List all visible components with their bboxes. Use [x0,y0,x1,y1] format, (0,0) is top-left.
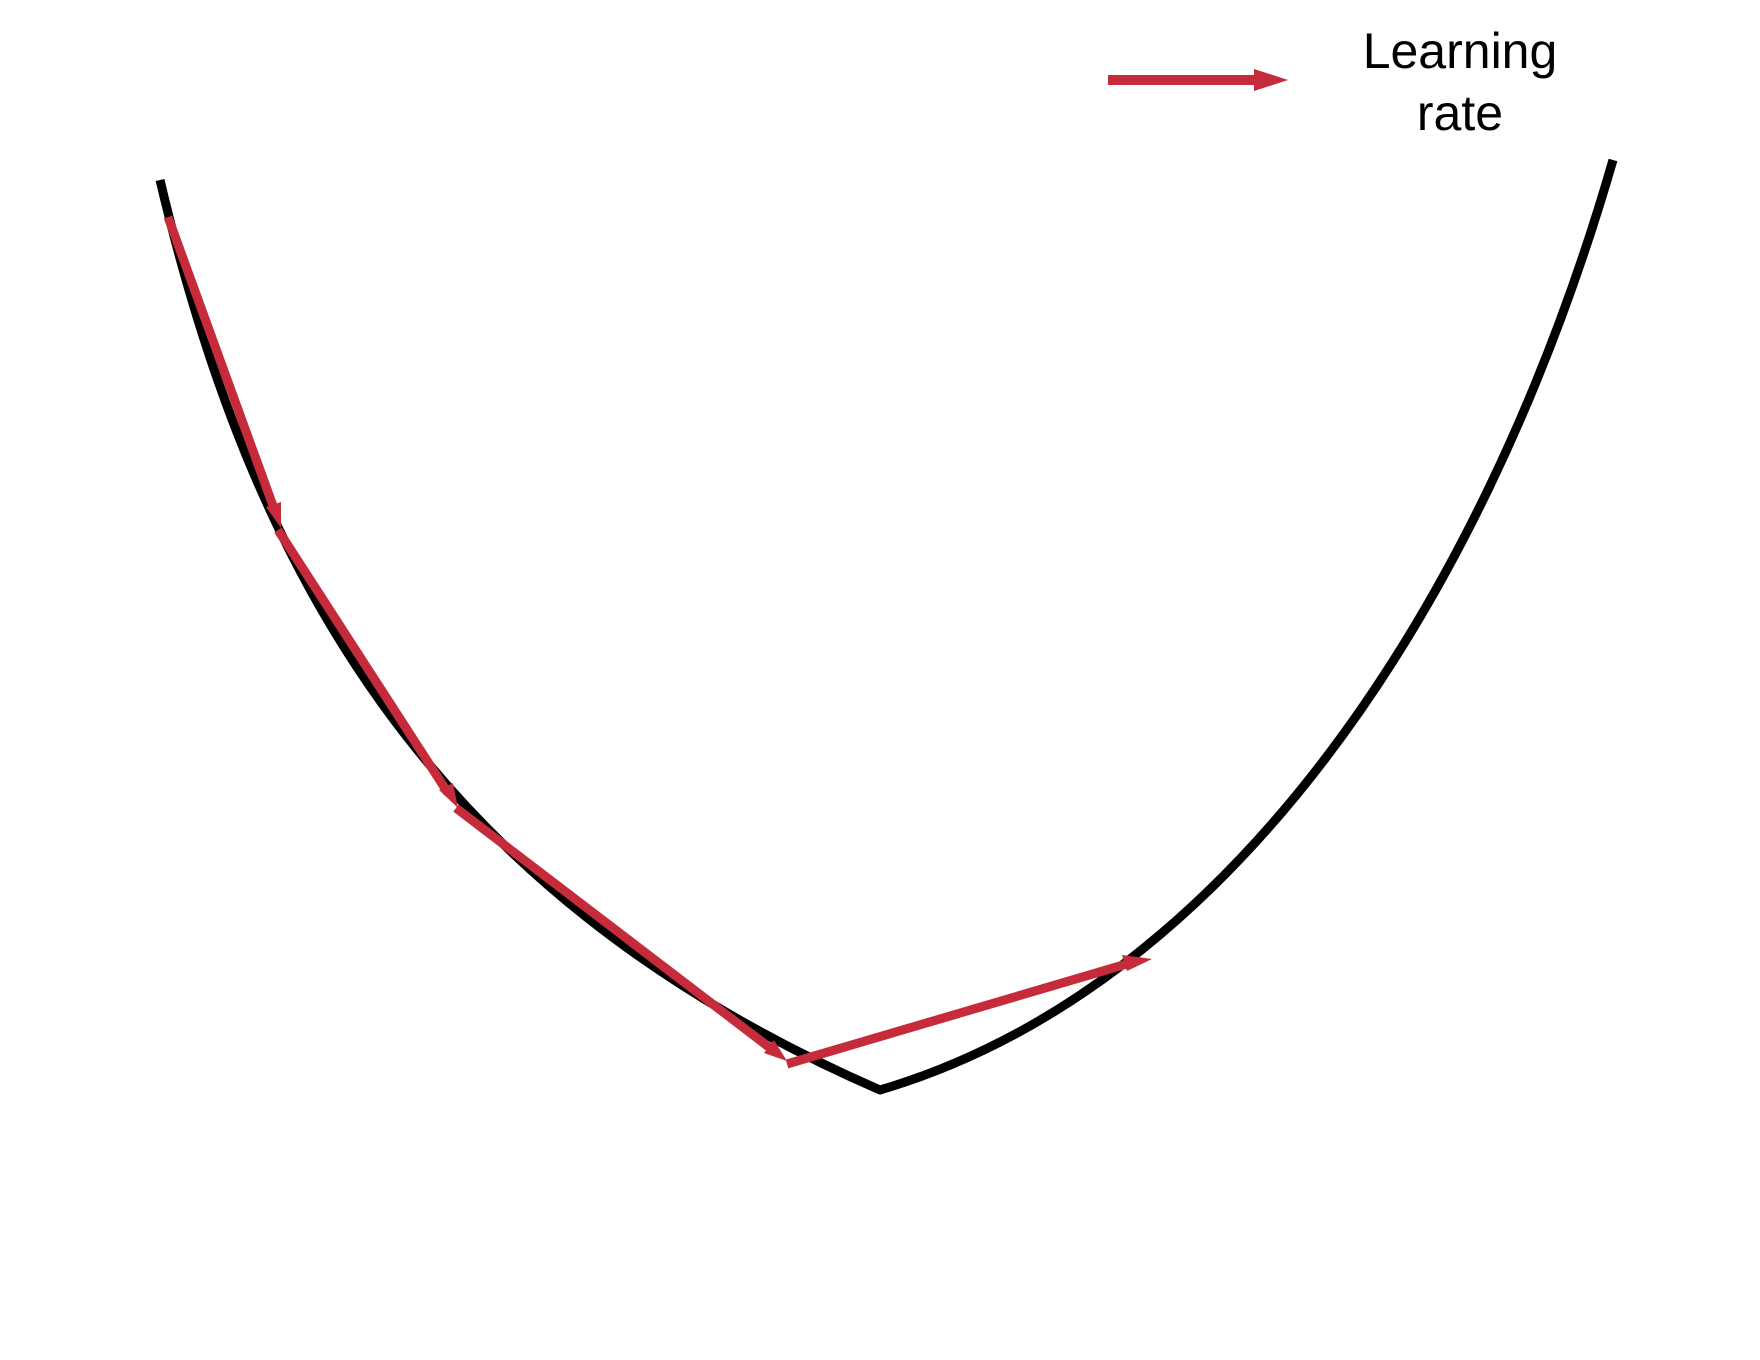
step-arrow-1 [163,215,281,528]
loss-curve [155,158,1618,1095]
step-arrow-2 [274,527,458,808]
step-arrow-3 [453,804,787,1061]
step-arrow-4 [785,955,1152,1069]
red-arrow-icon [1108,69,1288,91]
legend-label: Learning rate [1310,20,1610,144]
legend-label-line2: rate [1416,85,1504,141]
legend-label-line1: Learning [1362,23,1558,79]
